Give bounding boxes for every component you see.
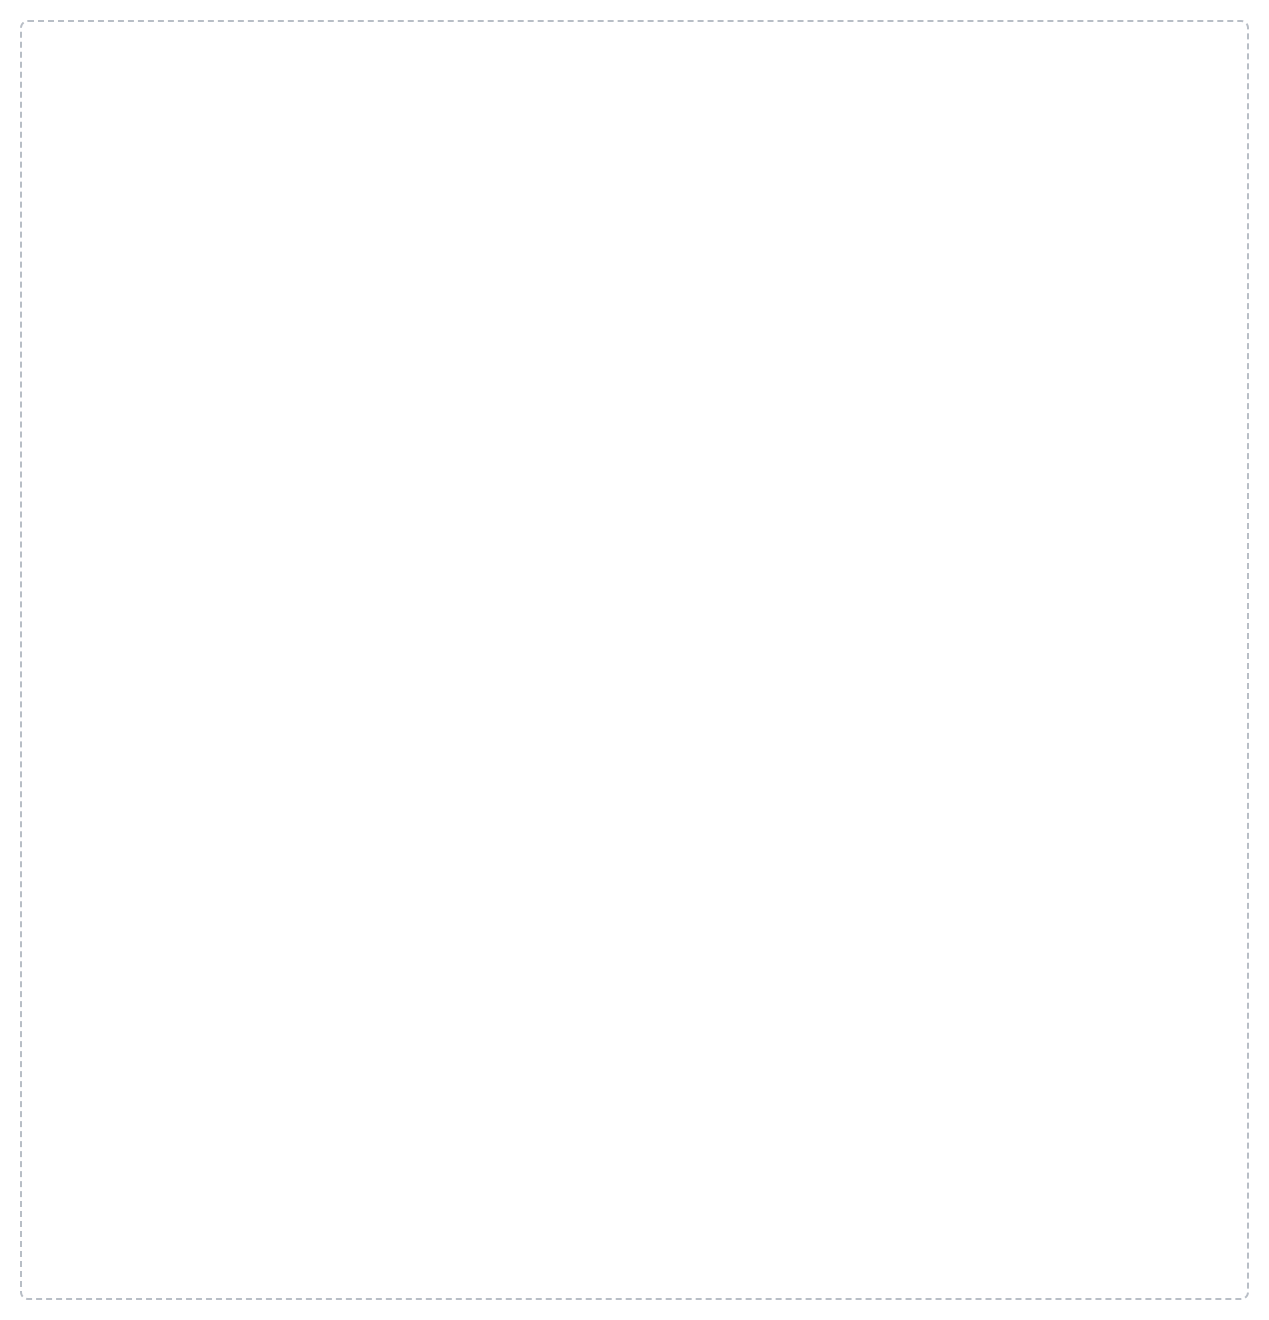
screenshot-placeholder-frame [20,20,1249,1300]
